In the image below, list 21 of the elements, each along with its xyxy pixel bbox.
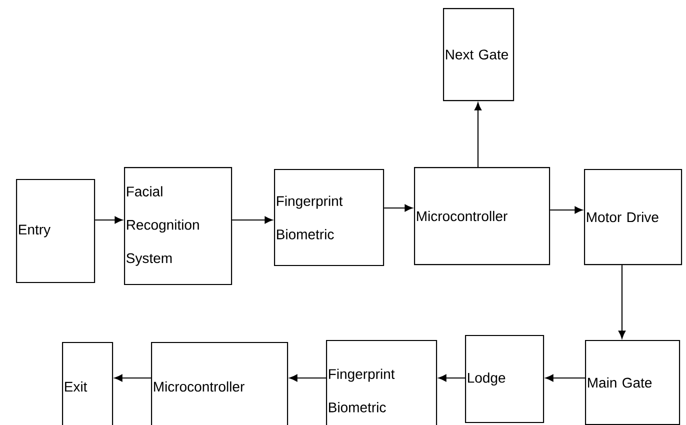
- arrow: [545, 374, 585, 382]
- process-box: Main Gate: [585, 340, 680, 425]
- arrow: [618, 265, 626, 339]
- arrow: [232, 216, 273, 224]
- process-box: Entry: [16, 179, 96, 284]
- process-box: Microcontroller: [414, 167, 550, 266]
- process-box: Microcontroller: [151, 342, 288, 425]
- arrow: [289, 374, 326, 382]
- arrow: [550, 206, 583, 214]
- process-box: Motor Drive: [584, 169, 682, 266]
- process-box: Facial Recognition System: [124, 167, 232, 286]
- process-box: Next Gate: [443, 8, 514, 102]
- process-box: Exit: [62, 342, 114, 425]
- process-box: Fingerprint Biometric: [274, 169, 384, 266]
- process-box: Lodge: [465, 335, 544, 424]
- arrow: [114, 374, 151, 382]
- arrow: [474, 102, 482, 167]
- process-box: Fingerprint Biometric: [326, 340, 438, 425]
- arrow: [95, 216, 123, 224]
- arrow: [438, 374, 465, 382]
- arrow: [384, 204, 413, 212]
